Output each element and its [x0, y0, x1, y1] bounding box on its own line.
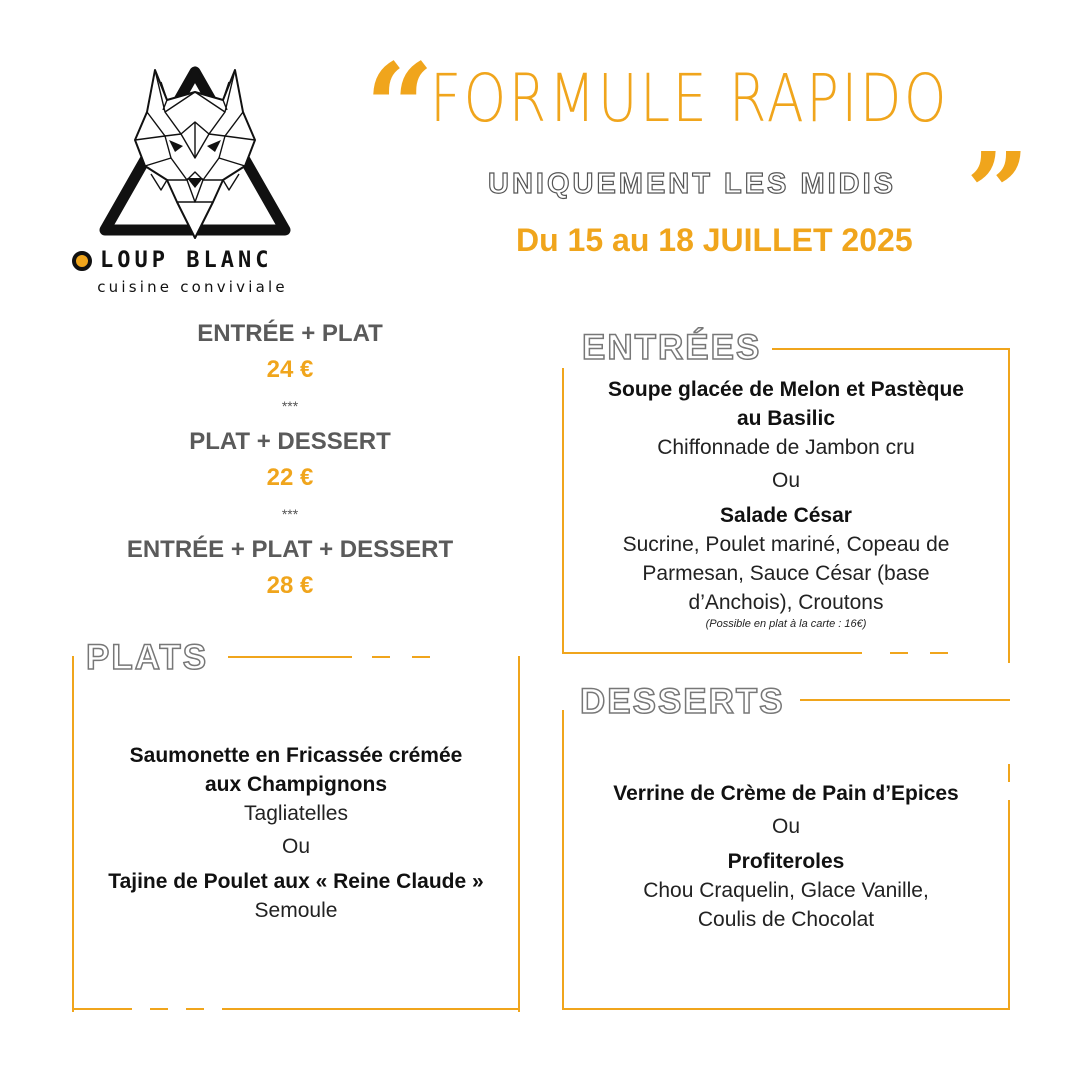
dish-description: Chou Craquelin, Glace Vanille, [643, 879, 929, 902]
dish-name: Saumonette en Fricassée crémée [129, 744, 463, 767]
desserts-title: DESSERTS [579, 682, 785, 721]
box-border [1008, 764, 1010, 782]
dish-note: (Possible en plat à la carte : 16€) [705, 618, 867, 630]
box-border [1008, 348, 1010, 663]
or-separator: Ou [771, 815, 800, 838]
dish-description: Tagliatelles [244, 802, 348, 825]
dish-name: Tajine de Poulet aux « Reine Claude » [108, 870, 484, 893]
box-border [930, 652, 948, 654]
dish-name: Profiteroles [727, 850, 845, 873]
formula-label: ENTRÉE + PLAT [197, 320, 383, 347]
box-border [372, 656, 390, 658]
entrees-title: ENTRÉES [581, 328, 762, 367]
brand-dot-icon [72, 250, 92, 271]
plats-title: PLATS [85, 638, 209, 677]
box-border [72, 1008, 132, 1010]
separator: *** [281, 398, 299, 414]
box-border [412, 656, 430, 658]
box-border [150, 1008, 168, 1010]
dish-description: Sucrine, Poulet mariné, Copeau de [622, 533, 950, 556]
entrees-content: Soupe glacée de Melon et Pastèque au Bas… [568, 375, 1004, 631]
page-subtitle: UNIQUEMENT LES MIDIS [487, 167, 897, 200]
dish-description: d’Anchois), Croutons [688, 591, 884, 614]
dish-name: Salade César [720, 504, 852, 527]
box-border [222, 1008, 520, 1010]
dish-name: aux Champignons [204, 773, 388, 796]
formula-price: 28 € [266, 572, 314, 599]
box-border [800, 699, 1010, 701]
brand-name: LOUP BLANC [72, 248, 272, 273]
dish-description: Coulis de Chocolat [697, 908, 875, 931]
box-border [772, 348, 1010, 350]
box-border [72, 656, 74, 1012]
dish-description: Semoule [254, 899, 338, 922]
box-border [186, 1008, 204, 1010]
desserts-content: Verrine de Crème de Pain d’Epices Ou Pro… [568, 779, 1004, 934]
or-separator: Ou [771, 469, 800, 492]
dish-name: Soupe glacée de Melon et Pastèque [608, 378, 964, 401]
formula-label: PLAT + DESSERT [189, 428, 391, 455]
formula-price: 22 € [266, 464, 314, 491]
formula-label: ENTRÉE + PLAT + DESSERT [126, 536, 454, 563]
date-range: Du 15 au 18 JUILLET 2025 [516, 222, 913, 258]
dish-name: Verrine de Crème de Pain d’Epices [613, 782, 959, 805]
open-quote: “ [365, 37, 435, 178]
box-border [562, 652, 862, 654]
brand-name-text: LOUP BLANC [100, 248, 273, 273]
box-border [1008, 800, 1010, 1010]
brand-tagline: cuisine conviviale [97, 278, 288, 296]
close-quote: ” [966, 128, 1030, 257]
box-border [890, 652, 908, 654]
wolf-logo-icon [99, 66, 291, 239]
box-border [228, 656, 352, 658]
page-title: FORMULE RAPIDO [430, 60, 949, 137]
box-border [562, 710, 564, 1010]
box-border [518, 656, 520, 1012]
dish-description: Chiffonnade de Jambon cru [657, 436, 915, 459]
plats-content: Saumonette en Fricassée crémée aux Champ… [76, 741, 516, 925]
dish-name: au Basilic [736, 407, 836, 430]
box-border [562, 1008, 1010, 1010]
formula-list: ENTRÉE + PLAT 24 € *** PLAT + DESSERT 22… [90, 318, 490, 610]
box-border [562, 368, 564, 654]
dish-description: Parmesan, Sauce César (base [642, 562, 930, 585]
separator: *** [281, 506, 299, 522]
formula-price: 24 € [266, 356, 314, 383]
or-separator: Ou [281, 835, 310, 858]
